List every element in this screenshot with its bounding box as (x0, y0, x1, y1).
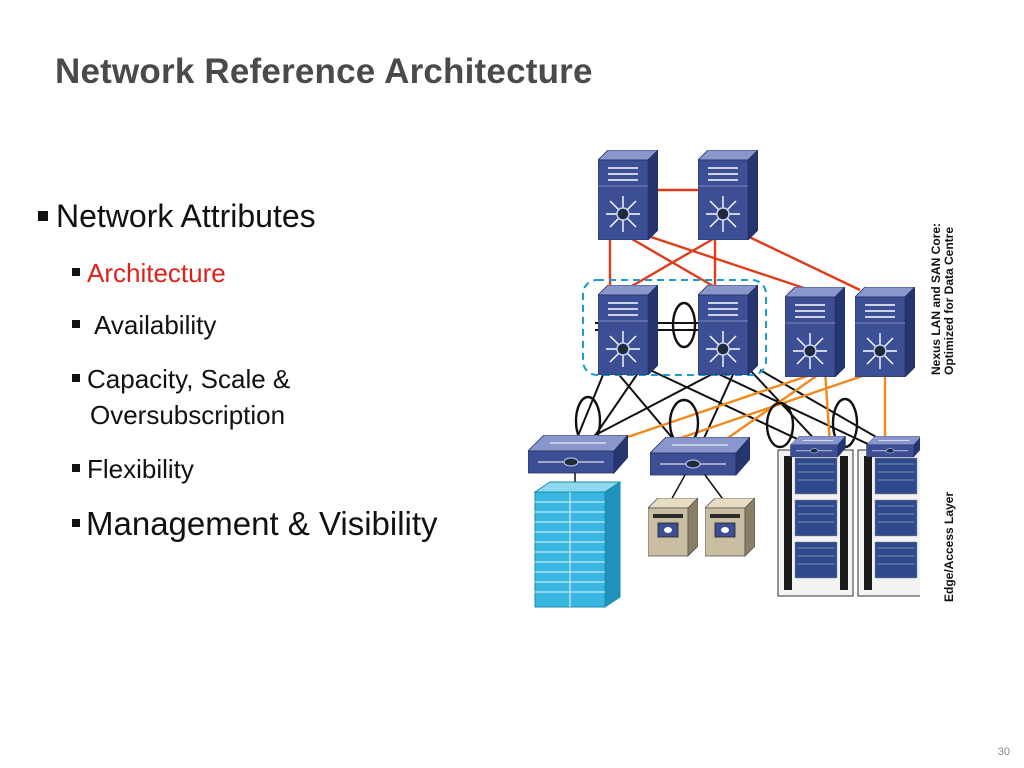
access-switch-1 (528, 435, 628, 474)
page-number: 30 (997, 746, 1010, 758)
bullet-network-attributes: Network Attributes (38, 198, 316, 235)
core-label-line2: Optimized for Data Centre (942, 226, 956, 375)
bullet-text: Network Attributes (56, 198, 316, 234)
edge-layer-label: Edge/Access Layer (942, 491, 956, 602)
bullet-text: Architecture (87, 258, 226, 288)
bullet-text: Management & Visibility (86, 505, 438, 542)
top-of-rack-switch-1 (790, 436, 846, 458)
bullet-text: Availability (94, 310, 217, 340)
bullet-marker (72, 464, 80, 473)
bullet-text: Capacity, Scale & (87, 364, 291, 394)
access-links (574, 322, 891, 448)
aggregation-switch-2 (698, 285, 758, 375)
network-diagram (528, 150, 920, 608)
bullet-marker (72, 320, 80, 329)
san-links (609, 368, 887, 448)
core-layer-label: Nexus LAN and SAN Core: Optimized for Da… (929, 223, 956, 375)
server-2 (705, 498, 755, 557)
aggregation-switch-1 (598, 285, 658, 375)
bullet-architecture: Architecture (72, 258, 226, 289)
san-core-switch-2 (855, 287, 915, 377)
bullet-availability: Availability (72, 310, 216, 341)
core-links (608, 188, 861, 292)
core-switch-2 (698, 150, 758, 240)
bullet-text: Flexibility (87, 454, 194, 484)
server-rack-1 (777, 449, 854, 597)
access-switch-2 (650, 437, 750, 476)
blade-server-stack (533, 481, 622, 608)
bullet-marker (38, 210, 48, 221)
bullet-marker (72, 374, 80, 383)
top-of-rack-switch-2 (866, 436, 920, 458)
vpc-domain-outline (582, 279, 767, 376)
san-core-switch-1 (785, 287, 845, 377)
server-rack-2 (857, 449, 920, 597)
bullet-capacity-continuation: Oversubscription (90, 400, 286, 430)
slide-title: Network Reference Architecture (55, 52, 593, 91)
server-1 (648, 498, 698, 557)
bullet-capacity: Capacity, Scale & (72, 364, 290, 395)
bullet-marker (72, 268, 80, 277)
bullet-marker (72, 519, 80, 528)
core-switch-1 (598, 150, 658, 240)
bullet-flexibility: Flexibility (72, 454, 194, 485)
bullet-management: Management & Visibility (72, 505, 438, 543)
